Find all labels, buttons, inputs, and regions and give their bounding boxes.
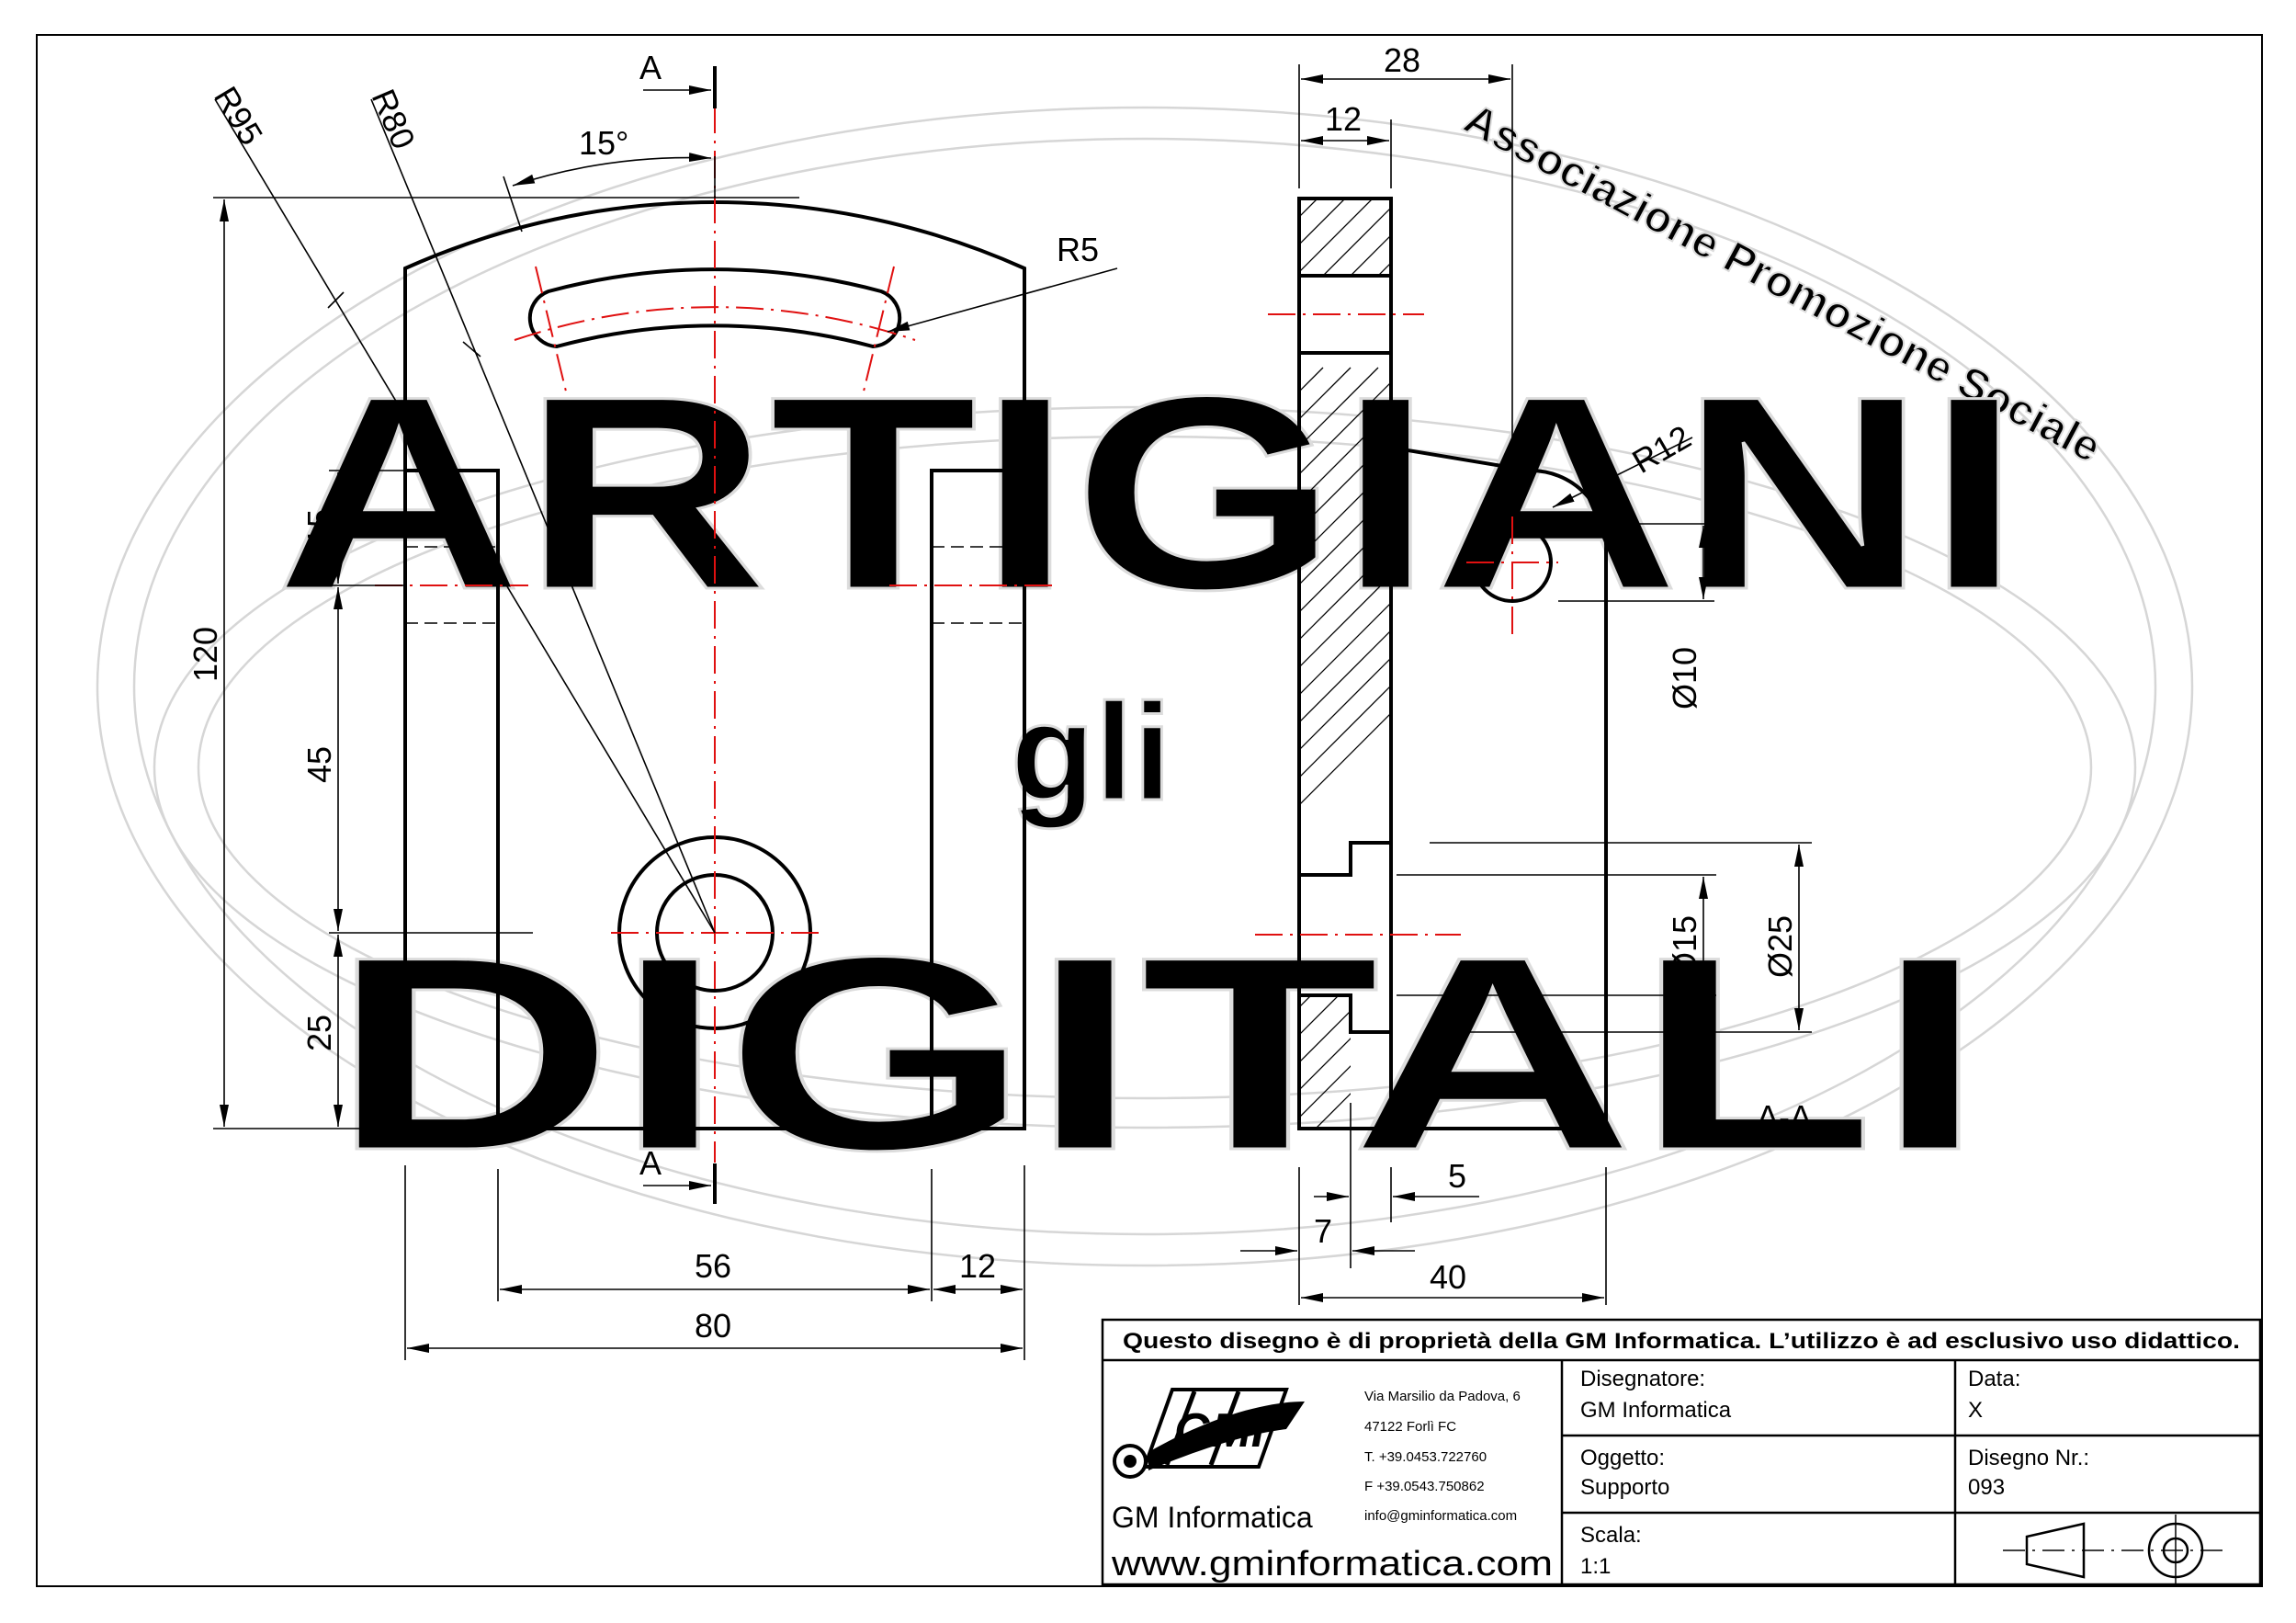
address-line: F +39.0543.750862	[1364, 1479, 1485, 1494]
section-view: 28 12 R12 Ø10 Ø15 Ø25 5 7 40 A-A	[1240, 41, 1812, 1305]
ownership-notice: Questo disegno è di proprietà della GM I…	[1123, 1329, 2240, 1354]
gmi-logo: GMI	[1113, 1388, 1305, 1479]
dim-r5: R5	[1057, 231, 1099, 268]
dim-d25: Ø25	[1761, 915, 1799, 978]
dim-12-bottom: 12	[959, 1247, 996, 1285]
address-line: 47122 Forlì FC	[1364, 1419, 1456, 1435]
dim-5: 5	[1448, 1157, 1466, 1195]
section-title: A-A	[1757, 1098, 1812, 1136]
date-value: X	[1968, 1398, 1983, 1423]
dim-r80: R80	[365, 84, 424, 154]
first-angle-projection-icon	[2003, 1515, 2223, 1586]
dim-r95: R95	[207, 80, 270, 152]
title-block: Questo disegno è di proprietà della GM I…	[1101, 1318, 2262, 1586]
dim-28: 28	[1384, 41, 1420, 79]
watermark-word-bottom: DIGITALI	[331, 899, 1985, 1208]
section-mark-bottom: A	[639, 1144, 662, 1182]
date-label: Data:	[1968, 1367, 2020, 1391]
right-lug-outline	[930, 469, 1024, 1129]
drawing-number-value: 093	[1968, 1475, 2005, 1500]
dim-d10: Ø10	[1666, 647, 1703, 709]
address-line: Via Marsilio da Padova, 6	[1364, 1389, 1521, 1404]
dim-15: 15	[300, 509, 338, 546]
section-plate-outline	[1297, 197, 1393, 1130]
dim-56: 56	[695, 1247, 731, 1285]
dim-12-top: 12	[1325, 100, 1362, 138]
company-website: www.gminformatica.com	[1111, 1545, 1553, 1583]
dim-angle-15: 15°	[579, 124, 628, 162]
watermark-word-mid: gli	[1011, 675, 1171, 829]
sheet-border	[36, 34, 2263, 1587]
object-value: Supporto	[1580, 1475, 1669, 1500]
dim-45: 45	[300, 746, 338, 783]
scale-value: 1:1	[1580, 1554, 1611, 1579]
dim-40: 40	[1430, 1258, 1466, 1296]
drawing-number-label: Disegno Nr.:	[1968, 1446, 2089, 1470]
dim-25: 25	[300, 1015, 338, 1051]
logo-letters: GMI	[1174, 1404, 1266, 1458]
dim-height-120: 120	[187, 627, 224, 682]
address-line: info@gminformatica.com	[1364, 1508, 1517, 1524]
company-name: GM Informatica	[1112, 1501, 1313, 1534]
scale-label: Scala:	[1580, 1523, 1642, 1548]
watermark-word-top: ARTIGIANI	[276, 338, 2021, 647]
front-outline	[403, 200, 1026, 1130]
designer-value: GM Informatica	[1580, 1398, 1732, 1423]
dim-7: 7	[1314, 1212, 1332, 1250]
dim-d15: Ø15	[1666, 915, 1703, 978]
address-line: T. +39.0453.722760	[1364, 1449, 1487, 1465]
object-label: Oggetto:	[1580, 1446, 1665, 1470]
counterbore	[1299, 841, 1393, 1034]
designer-label: Disegnatore:	[1580, 1367, 1705, 1391]
dim-80: 80	[695, 1307, 731, 1345]
section-arm-outline	[1390, 446, 1609, 1130]
watermark: Associazione Promozione Sociale ARTIGIAN…	[96, 94, 2194, 1267]
section-mark-top: A	[639, 49, 662, 86]
left-lug-outline	[405, 469, 500, 1129]
